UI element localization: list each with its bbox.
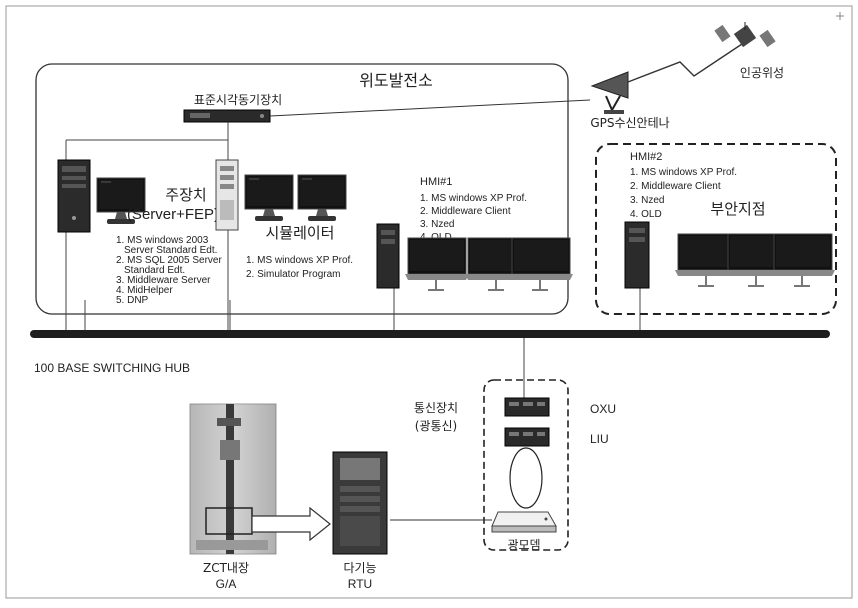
liu-device-icon: [505, 428, 549, 446]
gps-antenna-icon: [592, 72, 628, 114]
main-server-title: 주장치: [165, 186, 206, 204]
gps-link: [270, 100, 590, 116]
spec-line: 2. Middleware Client: [630, 181, 721, 192]
hmi2-title: HMI#2: [630, 151, 662, 163]
spec-line: 5. DNP: [116, 295, 149, 306]
oxu-device-icon: [505, 398, 549, 416]
comm-title: 통신장치: [414, 401, 458, 415]
gps-label: GPS수신안테나: [590, 116, 669, 130]
comm-subtitle: (광통신): [415, 419, 457, 433]
spec-line: 3. Nzed: [420, 219, 454, 230]
simulator-monitor-icon: [245, 175, 293, 221]
time-sync-device: [184, 110, 270, 122]
zct-label: ZCT내장: [203, 561, 249, 575]
spec-line: 2. Middleware Client: [420, 206, 511, 217]
main-server-specs: 1. MS windows 2003 Server Standard Edt. …: [116, 235, 222, 306]
hmi1-specs: 1. MS windows XP Prof. 2. Middleware Cli…: [420, 193, 527, 243]
oxu-label: OXU: [590, 402, 616, 416]
ga-label: G/A: [216, 577, 237, 591]
main-server-tower-icon: [58, 160, 90, 232]
rtu-label-2: RTU: [348, 577, 372, 591]
rtu-cabinet-icon: [333, 452, 387, 554]
station-title: 위도발전소: [359, 71, 433, 90]
simulator-monitor-icon: [298, 175, 346, 221]
optical-modem-icon: [492, 512, 556, 532]
wireless-link: [628, 44, 742, 82]
spec-line: 4. OLD: [630, 209, 662, 220]
spec-line: 2. Simulator Program: [246, 269, 340, 280]
spec-line: 1. MS windows XP Prof.: [246, 255, 353, 266]
rtu-label: 다기능: [343, 561, 376, 575]
hmi1-monitor-icon: [405, 238, 469, 290]
hub-label: 100 BASE SWITCHING HUB: [34, 361, 190, 375]
buan-branch-label: 부안지점: [710, 200, 765, 218]
hmi2-tower-icon: [625, 222, 649, 288]
time-sync-label: 표준시각동기장치: [194, 93, 282, 107]
hmi1-monitor-icon: [509, 238, 573, 290]
spec-line: 1. MS windows XP Prof.: [630, 167, 737, 178]
satellite-icon: [714, 22, 775, 47]
hmi1-tower-icon: [377, 224, 399, 288]
hmi2-monitor-icon: [771, 234, 835, 286]
switching-hub-bus: [30, 330, 830, 338]
simulator-specs: 1. MS windows XP Prof. 2. Simulator Prog…: [246, 255, 353, 280]
simulator-tower-icon: [216, 160, 238, 230]
spec-line: 3. Nzed: [630, 195, 664, 206]
simulator-title: 시뮬레이터: [265, 224, 334, 242]
modem-label: 광모뎀: [507, 538, 540, 552]
spec-line: 1. MS windows XP Prof.: [420, 193, 527, 204]
fiber-loop: [510, 448, 542, 508]
hmi1-title: HMI#1: [420, 176, 452, 188]
satellite-label: 인공위성: [740, 66, 784, 80]
main-server-subtitle: (Server+FEP): [127, 206, 219, 223]
liu-label: LIU: [590, 432, 609, 446]
